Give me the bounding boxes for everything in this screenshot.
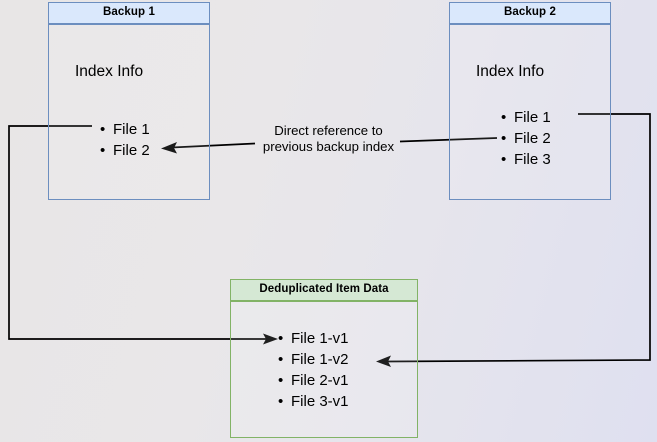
node-backup-1[interactable]: Backup 1 Index Info File 1 File 2 — [48, 2, 210, 200]
list-item: File 1 — [501, 107, 551, 128]
node-backup-1-header: Backup 1 — [48, 2, 210, 24]
node-dedup-header: Deduplicated Item Data — [230, 279, 418, 301]
backup-1-index-info-label: Index Info — [75, 63, 144, 80]
list-item: File 2-v1 — [278, 370, 348, 391]
list-item: File 1-v2 — [278, 349, 348, 370]
list-item: File 2 — [100, 140, 150, 161]
node-deduplicated-item-data[interactable]: Deduplicated Item Data File 1-v1 File 1-… — [230, 279, 418, 438]
edge-label-line-1: Direct reference to — [274, 123, 383, 138]
edge-label-direct-reference: Direct reference to previous backup inde… — [255, 123, 402, 155]
list-item: File 1-v1 — [278, 328, 348, 349]
list-item: File 3 — [501, 149, 551, 170]
node-backup-2-body: Index Info File 1 File 2 File 3 — [449, 24, 611, 200]
backup-2-index-info-label: Index Info — [476, 63, 545, 80]
list-item: File 3-v1 — [278, 391, 348, 412]
node-backup-1-body: Index Info File 1 File 2 — [48, 24, 210, 200]
backup-2-file-list: File 1 File 2 File 3 — [500, 107, 551, 170]
list-item: File 2 — [501, 128, 551, 149]
node-dedup-body: File 1-v1 File 1-v2 File 2-v1 File 3-v1 — [230, 301, 418, 438]
dedup-file-list: File 1-v1 File 1-v2 File 2-v1 File 3-v1 — [277, 328, 348, 412]
edge-label-line-2: previous backup index — [262, 139, 395, 154]
node-backup-2-header: Backup 2 — [449, 2, 611, 24]
node-backup-2[interactable]: Backup 2 Index Info File 1 File 2 File 3 — [449, 2, 611, 200]
backup-1-file-list: File 1 File 2 — [99, 119, 150, 161]
list-item: File 1 — [100, 119, 150, 140]
